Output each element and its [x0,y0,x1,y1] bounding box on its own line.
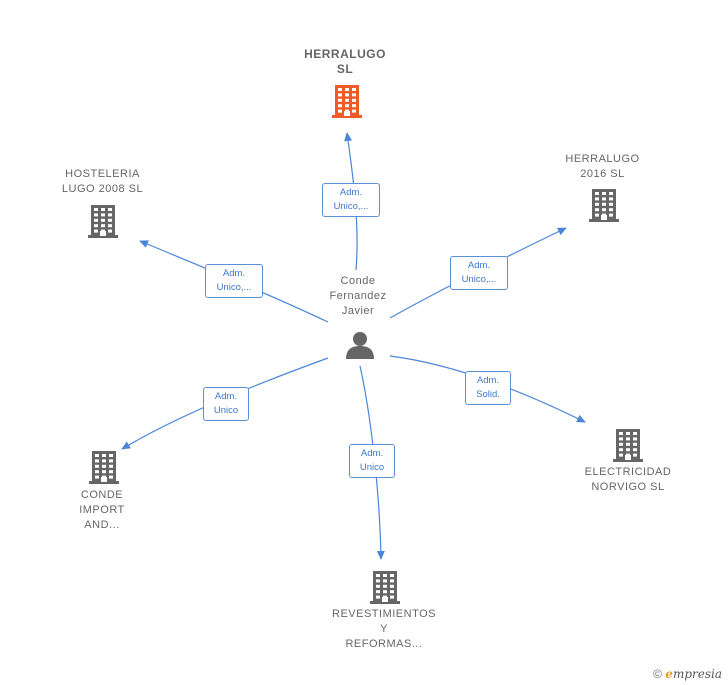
building-icon[interactable] [611,427,645,463]
edge-label-hosteleria-lugo-2008-sl[interactable]: Adm. Unico,... [205,264,263,298]
company-name-herralugo-2016-sl[interactable]: HERRALUGO 2016 SL [565,153,640,180]
edge-label-conde-import-and[interactable]: Adm. Unico [203,387,249,421]
company-name-conde-import-and[interactable]: CONDE IMPORT AND... [79,489,125,531]
company-name-electricidad-norvigo-sl[interactable]: ELECTRICIDAD NORVIGO SL [584,466,672,493]
copyright-brand: © empresia [653,667,722,681]
building-icon[interactable] [368,569,402,605]
building-icon[interactable] [330,83,364,119]
building-icon[interactable] [87,449,121,485]
edge-label-herralugo-sl[interactable]: Adm. Unico,... [322,183,380,217]
copyright-symbol: © [653,667,662,681]
company-name-revestimientos-y-reformas[interactable]: REVESTIMIENTOS Y REFORMAS... [332,608,436,650]
company-name-herralugo-sl[interactable]: HERRALUGO SL [304,47,386,76]
edge-label-revestimientos-y-reformas[interactable]: Adm. Unico [349,444,395,478]
empresia-logo: empresia [665,667,722,681]
building-icon[interactable] [86,203,120,239]
person-icon[interactable] [345,330,375,360]
center-person-name[interactable]: Conde Fernandez Javier [329,275,387,317]
company-name-hosteleria-lugo-2008-sl[interactable]: HOSTELERIA LUGO 2008 SL [61,168,144,195]
edge-label-herralugo-2016-sl[interactable]: Adm. Unico,... [450,256,508,290]
building-icon[interactable] [587,187,621,223]
edge-label-electricidad-norvigo-sl[interactable]: Adm. Solid. [465,371,511,405]
